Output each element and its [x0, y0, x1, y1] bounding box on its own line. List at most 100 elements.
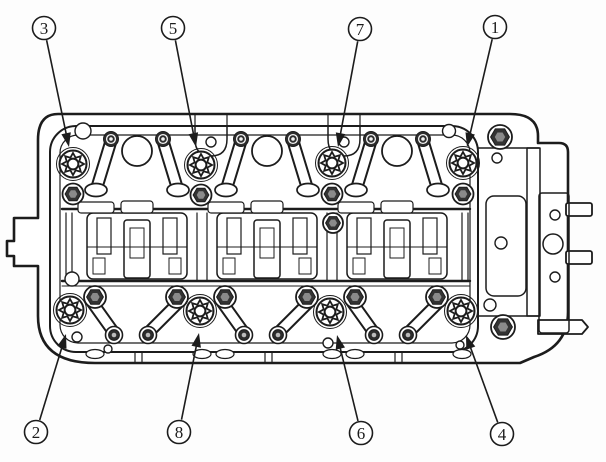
gasket-hole	[103, 344, 113, 354]
chain-case-port	[542, 233, 564, 255]
torque-bolt-bottom-3	[313, 295, 347, 329]
rocker-adjust-bolt	[268, 325, 288, 345]
gasket-hole	[494, 236, 508, 250]
hex-nut	[189, 183, 213, 207]
hex-nut	[61, 182, 85, 206]
torque-bolt-bottom-2	[183, 294, 217, 328]
arrowhead	[335, 132, 346, 147]
torque-bolt-top-3	[315, 146, 349, 180]
spark-plug-tube	[381, 135, 413, 167]
callout-circle	[160, 15, 186, 41]
rocker-pivot-bolt	[363, 131, 379, 147]
callout-8: 8	[166, 333, 201, 445]
gasket-hole	[441, 123, 457, 139]
callout-4: 4	[466, 335, 515, 447]
torque-bolts	[53, 146, 480, 329]
arrowhead	[465, 132, 475, 147]
right-stub-bottom	[537, 319, 589, 335]
callout-circle	[489, 421, 515, 447]
gasket-hole	[549, 209, 561, 221]
leader-line	[38, 346, 63, 421]
callout-7: 7	[335, 16, 373, 147]
spark-plug-tube	[121, 135, 153, 167]
arrowhead	[466, 335, 476, 350]
chain-case-hex-bolt	[490, 314, 516, 340]
hex-bolt	[165, 285, 189, 309]
callout-number: 4	[498, 425, 507, 444]
valvetrain-decor	[61, 122, 561, 362]
cylinder-section	[77, 131, 212, 362]
leader-line	[339, 347, 359, 422]
rocker-adjust-bolt	[234, 325, 254, 345]
hex-bolt	[425, 285, 449, 309]
callout-5: 5	[160, 15, 199, 147]
gasket-rail-outer	[49, 125, 479, 353]
right-stub-middle	[565, 250, 593, 265]
gasket-hole	[491, 152, 503, 164]
leader-line	[45, 40, 68, 135]
callout-number: 7	[356, 20, 365, 39]
callout-number: 5	[169, 19, 178, 38]
rocker-pivot-bolt	[233, 131, 249, 147]
callout-circle	[23, 419, 49, 445]
spark-plug-tube	[251, 135, 283, 167]
leader-line	[469, 346, 499, 423]
hex-bolt	[83, 285, 107, 309]
rocker-adjust-bolt	[398, 325, 418, 345]
gasket-hole	[549, 271, 561, 283]
hex-bolt	[322, 212, 344, 234]
rocker-pivot-bolt	[285, 131, 301, 147]
callout-3: 3	[31, 15, 71, 147]
callout-number: 3	[40, 19, 49, 38]
leader-line	[469, 39, 493, 135]
arrowhead	[61, 132, 71, 147]
arrowhead	[57, 334, 67, 349]
gasket-hole	[455, 340, 465, 350]
hex-bolt	[295, 285, 319, 309]
rocker-adjust-bolt	[104, 325, 124, 345]
rocker-adjust-bolt	[138, 325, 158, 345]
leader-line	[174, 40, 195, 135]
gasket-hole	[322, 337, 334, 349]
hex-bolt	[343, 285, 367, 309]
gasket-hole	[71, 331, 83, 343]
leader-line	[339, 41, 359, 135]
hex-nut	[451, 182, 475, 206]
callout-6: 6	[335, 335, 374, 446]
rocker-pivot-bolt	[155, 131, 171, 147]
arrowhead	[191, 333, 201, 348]
callout-number: 1	[491, 18, 500, 37]
chain-case-hex-bolt	[487, 124, 513, 150]
torque-bolt-top-1	[56, 147, 90, 181]
callout-number: 6	[357, 424, 366, 443]
callout-circle	[482, 14, 508, 40]
rocker-pivot-bolt	[415, 131, 431, 147]
callout-circle	[166, 419, 192, 445]
cylinder-section	[337, 131, 472, 362]
rocker-pivot-bolt	[103, 131, 119, 147]
callout-circle	[347, 16, 373, 42]
torque-bolt-bottom-1	[53, 293, 87, 327]
callout-1: 1	[465, 14, 508, 147]
gasket-hole	[483, 298, 497, 312]
arrowhead	[188, 132, 199, 147]
right-stub-top	[565, 202, 593, 217]
sequence-callouts: 1 2 3 4 5 6 7 8	[23, 14, 515, 447]
gasket-hole	[64, 271, 80, 287]
callout-circle	[348, 420, 374, 446]
leader-line	[180, 345, 198, 420]
hex-bolt	[213, 285, 237, 309]
gasket-hole	[205, 136, 217, 148]
torque-bolt-top-2	[184, 148, 218, 182]
callout-number: 8	[175, 423, 184, 442]
gasket-rail-inner	[59, 134, 471, 344]
arrowhead	[335, 335, 345, 350]
cylinder-section	[207, 131, 342, 362]
torque-bolt-bottom-4	[444, 294, 478, 328]
callout-2: 2	[23, 334, 67, 445]
callout-circle	[31, 15, 57, 41]
rocker-adjust-bolt	[364, 325, 384, 345]
hex-nut	[320, 182, 344, 206]
